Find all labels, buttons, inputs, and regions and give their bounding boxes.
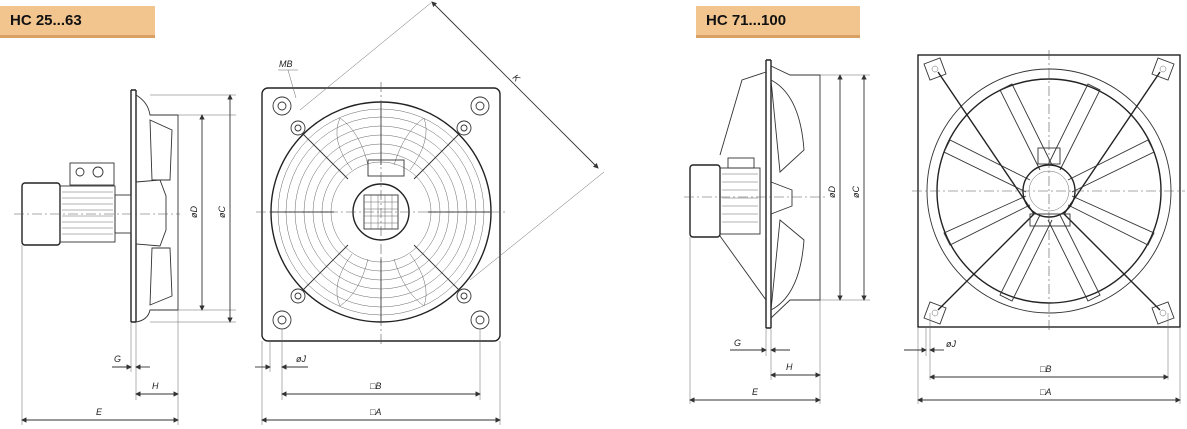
dim-right-h: H xyxy=(786,362,793,372)
dim-left-j: øJ xyxy=(296,354,306,364)
dim-left-g: G xyxy=(114,354,121,364)
dim-left-h: H xyxy=(152,381,159,391)
dim-left-od: øD xyxy=(189,206,199,218)
dim-left-a: □A xyxy=(370,407,381,417)
dim-right-e: E xyxy=(752,387,759,397)
model-badge-hc71-100: HC 71...100 xyxy=(696,6,860,38)
dim-right-od: øD xyxy=(827,186,837,198)
dim-right-b: □B xyxy=(1040,364,1051,374)
dim-left-mb: MB xyxy=(279,59,293,69)
dim-right-oc: øC xyxy=(851,186,861,198)
dim-right-g: G xyxy=(734,338,741,348)
right-side-view: øD øC G H E xyxy=(684,59,870,404)
model-badge-hc25-63: HC 25...63 xyxy=(0,6,155,38)
dim-left-oc: øC xyxy=(217,206,227,218)
dim-left-e: E xyxy=(96,407,103,417)
dim-right-a: □A xyxy=(1040,387,1051,397)
right-front-view: øJ □B □A xyxy=(904,50,1185,404)
left-front-view: MB K øJ □B □A xyxy=(255,1,605,425)
left-side-view: øD øC G H E xyxy=(14,89,236,425)
dim-right-j: øJ xyxy=(946,339,956,349)
dim-left-b: □B xyxy=(370,381,381,391)
